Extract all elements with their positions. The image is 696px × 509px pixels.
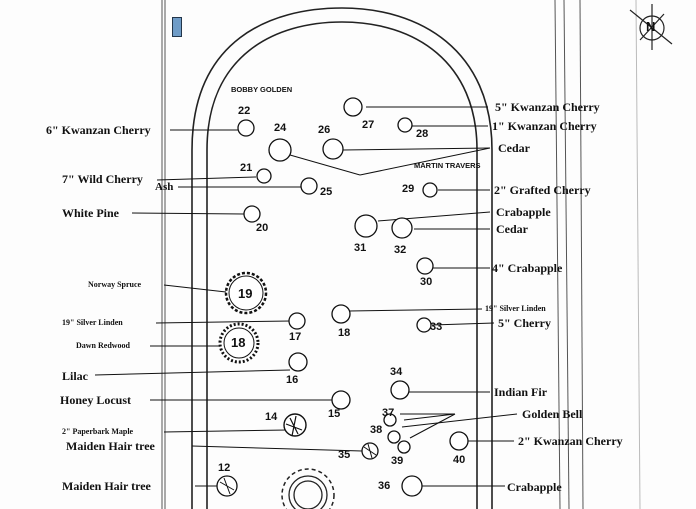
tree-number: 40 xyxy=(453,454,466,466)
tree-number: 15 xyxy=(328,408,341,420)
tree-24 xyxy=(268,138,292,162)
species-label: Lilac xyxy=(62,369,88,383)
tree-number: 36 xyxy=(378,480,391,492)
species-label: Cedar xyxy=(498,141,530,155)
species-label: 19" Silver Linden xyxy=(485,304,546,313)
tree-39 xyxy=(397,440,411,454)
tree-number: 35 xyxy=(338,449,351,461)
species-label: 19" Silver Linden xyxy=(62,318,123,327)
tree-26 xyxy=(322,138,344,160)
species-label: Maiden Hair tree xyxy=(62,479,151,493)
species-label: Cedar xyxy=(496,222,528,236)
textured-trees xyxy=(216,271,379,497)
species-label: 7" Wild Cherry xyxy=(62,172,143,186)
tree-25 xyxy=(300,177,318,195)
tree-34 xyxy=(390,380,410,400)
tree-40 xyxy=(449,431,469,451)
tree-18 xyxy=(331,304,351,324)
tree-number: 27 xyxy=(362,119,375,131)
tree-14 xyxy=(283,413,307,437)
tree-21 xyxy=(243,205,261,223)
dedication-label: BOBBY GOLDEN xyxy=(231,85,293,94)
tree-number: 38 xyxy=(370,424,383,436)
tree-number: 18 xyxy=(338,327,351,339)
tree-number: 32 xyxy=(394,244,407,256)
tree-number: 30 xyxy=(420,276,433,288)
species-label: 5" Cherry xyxy=(498,316,551,330)
tree-31 xyxy=(354,214,378,238)
species-label: 2" Kwanzan Cherry xyxy=(518,434,623,448)
tree-28 xyxy=(397,117,413,133)
tree-number: 25 xyxy=(320,186,333,198)
species-label: Crabapple xyxy=(507,480,562,494)
tree-number: 19 xyxy=(238,286,253,301)
compass-letter: N xyxy=(646,19,656,34)
loop-path-outer xyxy=(191,7,493,509)
tree-number: 22 xyxy=(238,105,251,117)
tree-number: 14 xyxy=(265,411,278,423)
leader-lines xyxy=(94,106,518,487)
tree-16 xyxy=(288,352,308,372)
tree-number: 20 xyxy=(256,222,269,234)
tree-number: 24 xyxy=(274,122,287,134)
tree-number: 28 xyxy=(416,128,429,140)
tree-17 xyxy=(288,312,306,330)
tree-23 xyxy=(237,119,255,137)
species-label: 5" Kwanzan Cherry xyxy=(495,100,600,114)
species-label: Golden Bell xyxy=(522,407,583,421)
fountain-feature xyxy=(281,468,335,509)
tree-number: 21 xyxy=(240,162,253,174)
map-marker xyxy=(172,17,182,37)
species-label: 1" Kwanzan Cherry xyxy=(492,119,597,133)
tree-33 xyxy=(416,317,432,333)
tree-number: 18 xyxy=(231,335,246,350)
species-label: White Pine xyxy=(62,206,119,220)
faint-boundary-line xyxy=(635,0,641,509)
road-edge-right-outer xyxy=(579,0,584,509)
species-label: Ash xyxy=(155,181,174,193)
tree-number: 17 xyxy=(289,331,302,343)
species-label: Honey Locust xyxy=(60,393,132,407)
tree-number: 33 xyxy=(430,321,443,333)
species-label: Dawn Redwood xyxy=(76,341,131,350)
tree-36 xyxy=(401,475,423,497)
species-label: 6" Kwanzan Cherry xyxy=(46,123,151,137)
tree-29 xyxy=(422,182,438,198)
tree-38 xyxy=(387,430,401,444)
species-label: 4" Crabapple xyxy=(492,261,563,275)
road-edge-right-inner xyxy=(563,0,570,509)
tree-number: 29 xyxy=(402,183,415,195)
tree-27 xyxy=(343,97,363,117)
tree-15 xyxy=(331,390,351,410)
species-label: 2" Paperbark Maple xyxy=(62,427,134,436)
tree-number: 12 xyxy=(218,462,231,474)
tree-symbols xyxy=(237,97,469,497)
tree-37 xyxy=(383,413,397,427)
tree-number: 26 xyxy=(318,124,331,136)
tree-number: 16 xyxy=(286,374,299,386)
tree-number: 31 xyxy=(354,242,367,254)
road-edge-right xyxy=(554,0,561,509)
compass-icon xyxy=(629,4,673,50)
species-label: Crabapple xyxy=(496,205,551,219)
tree-30 xyxy=(416,257,434,275)
species-label: 2" Grafted Cherry xyxy=(494,183,591,197)
tree-22 xyxy=(256,168,272,184)
species-label: Maiden Hair tree xyxy=(66,439,155,453)
species-label: Indian Fir xyxy=(494,385,548,399)
species-label: Norway Spruce xyxy=(88,280,142,289)
tree-32 xyxy=(391,217,413,239)
dedication-label: MARTIN TRAVERS xyxy=(414,161,481,170)
loop-path-inner xyxy=(206,21,478,509)
tree-number: 34 xyxy=(390,366,403,378)
tree-number: 39 xyxy=(391,455,404,467)
tree-number: 37 xyxy=(382,407,395,419)
